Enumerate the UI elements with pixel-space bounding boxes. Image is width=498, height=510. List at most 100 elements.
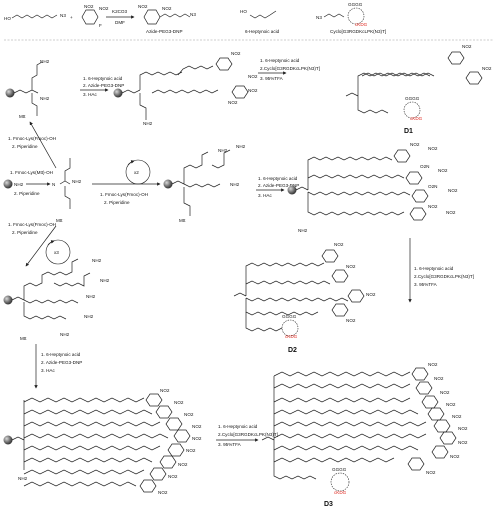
svg-text:NO2: NO2 bbox=[428, 362, 438, 367]
resin-bead-3 bbox=[3, 435, 13, 445]
svg-text:1. 6-Heptynoic acid: 1. 6-Heptynoic acid bbox=[258, 176, 298, 181]
svg-text:1. 6-Heptynoic acid: 1. 6-Heptynoic acid bbox=[414, 266, 454, 271]
plus-sign: + bbox=[70, 15, 73, 20]
peptide-label: Cyclo[G3RGDKcLPK(N3)T] bbox=[330, 29, 386, 34]
svg-text:2. Azide-PEG3-DNP: 2. Azide-PEG3-DNP bbox=[41, 360, 82, 365]
svg-text:NO2: NO2 bbox=[450, 454, 460, 459]
svg-text:NH2: NH2 bbox=[230, 182, 240, 187]
svg-text:NO2: NO2 bbox=[452, 414, 462, 419]
row-d3-precursor: NO2 NO2 NO2 NO2 NO2 NO2 NO2 NO2 NO2 NH2 … bbox=[3, 388, 278, 495]
dnp-rings-left bbox=[139, 393, 191, 493]
svg-text:2.Cyclo[G3RGDKcLPK(N3)T]: 2.Cyclo[G3RGDKcLPK(N3)T] bbox=[414, 274, 474, 279]
svg-text:NO2: NO2 bbox=[248, 74, 258, 79]
dnp-rings-right bbox=[407, 367, 457, 471]
svg-text:NH2: NH2 bbox=[298, 228, 308, 233]
svg-text:NO2: NO2 bbox=[228, 100, 238, 105]
svg-text:cKDG: cKDG bbox=[355, 22, 368, 27]
svg-text:NO2: NO2 bbox=[160, 388, 170, 393]
svg-text:2. Piperidine: 2. Piperidine bbox=[14, 191, 40, 196]
svg-text:NH2: NH2 bbox=[60, 332, 70, 337]
product-d3-structure: NO2 NO2 NO2 NO2 NO2 NO2 NO2 NO2 NO2 GGGG… bbox=[261, 362, 468, 508]
svg-text:NO2: NO2 bbox=[192, 436, 202, 441]
svg-text:NO2: NO2 bbox=[99, 6, 109, 11]
ring-letters-d3: cKDG bbox=[334, 490, 347, 495]
svg-text:NO2: NO2 bbox=[334, 242, 344, 247]
arms-left bbox=[23, 397, 169, 487]
svg-text:NO2: NO2 bbox=[346, 264, 356, 269]
svg-text:NO2: NO2 bbox=[186, 448, 196, 453]
svg-text:3. 95%TFA: 3. 95%TFA bbox=[414, 282, 438, 287]
svg-text:NO2: NO2 bbox=[84, 4, 94, 9]
svg-text:F: F bbox=[99, 23, 102, 28]
svg-text:GGGG: GGGG bbox=[282, 314, 297, 319]
condition-1: K2CO3 bbox=[112, 9, 128, 14]
svg-text:NO2: NO2 bbox=[462, 44, 472, 49]
svg-text:NH2: NH2 bbox=[100, 278, 110, 283]
svg-text:1. 6-Heptynoic acid: 1. 6-Heptynoic acid bbox=[260, 58, 300, 63]
resin-bead-1 bbox=[5, 88, 15, 98]
svg-text:NH2: NH2 bbox=[236, 144, 246, 149]
product-d3: D3 bbox=[324, 501, 333, 508]
svg-text:cKDG: cKDG bbox=[285, 334, 298, 339]
loop-x2: x2 bbox=[134, 170, 139, 175]
svg-text:NO2: NO2 bbox=[158, 490, 168, 495]
svg-text:Mtt: Mtt bbox=[56, 218, 63, 223]
svg-text:Mtt: Mtt bbox=[20, 336, 27, 341]
svg-text:2. Piperidine: 2. Piperidine bbox=[104, 200, 130, 205]
svg-text:NH2: NH2 bbox=[84, 314, 94, 319]
svg-text:NO2: NO2 bbox=[446, 210, 456, 215]
resin-bead-2 bbox=[3, 179, 13, 189]
svg-text:NH2: NH2 bbox=[92, 258, 102, 263]
svg-text:NH2: NH2 bbox=[86, 294, 96, 299]
svg-text:N: N bbox=[52, 182, 55, 187]
svg-text:NO2: NO2 bbox=[138, 4, 148, 9]
acid-label: 6-Heptynoic acid bbox=[245, 29, 280, 34]
svg-text:O2N: O2N bbox=[420, 164, 429, 169]
svg-text:2. Piperidine: 2. Piperidine bbox=[12, 230, 38, 235]
svg-text:NO2: NO2 bbox=[366, 292, 376, 297]
svg-text:NO2: NO2 bbox=[458, 426, 468, 431]
svg-text:NO2: NO2 bbox=[440, 390, 450, 395]
svg-text:1. 6-Heptynoic acid: 1. 6-Heptynoic acid bbox=[41, 352, 81, 357]
svg-text:NH2: NH2 bbox=[143, 121, 153, 126]
svg-text:1. Fmoc-Lys(Fmoc)-OH: 1. Fmoc-Lys(Fmoc)-OH bbox=[8, 136, 56, 141]
svg-text:1. Fmoc-Lys(Fmoc)-OH: 1. Fmoc-Lys(Fmoc)-OH bbox=[8, 222, 56, 227]
svg-text:NO2: NO2 bbox=[174, 400, 184, 405]
loop-x3: x3 bbox=[54, 250, 59, 255]
row-d1: NH2 Mtt NH2 1. 6-Heptynoic acid 2. Azide… bbox=[5, 44, 492, 135]
svg-text:NH2: NH2 bbox=[18, 476, 28, 481]
svg-text:O2N: O2N bbox=[428, 184, 437, 189]
svg-text:N3: N3 bbox=[60, 13, 66, 18]
svg-text:Mtt: Mtt bbox=[179, 218, 186, 223]
svg-text:NO2: NO2 bbox=[438, 168, 448, 173]
svg-text:N3: N3 bbox=[316, 15, 322, 20]
svg-text:2. Piperidine: 2. Piperidine bbox=[12, 144, 38, 149]
svg-text:2.Cyclo[G3RGDKcLPK(N3)T]: 2.Cyclo[G3RGDKcLPK(N3)T] bbox=[218, 432, 278, 437]
svg-text:NO2: NO2 bbox=[428, 146, 438, 151]
svg-text:NO2: NO2 bbox=[162, 6, 172, 11]
svg-text:GGGG: GGGG bbox=[332, 467, 347, 472]
svg-text:NO2: NO2 bbox=[346, 318, 356, 323]
svg-text:NO2: NO2 bbox=[192, 424, 202, 429]
svg-text:NO2: NO2 bbox=[426, 470, 436, 475]
svg-text:NO2: NO2 bbox=[178, 462, 188, 467]
arms-right bbox=[273, 371, 427, 463]
svg-text:GGGG: GGGG bbox=[405, 96, 420, 101]
svg-text:1. 6-Heptynoic acid: 1. 6-Heptynoic acid bbox=[83, 76, 123, 81]
svg-text:NO2: NO2 bbox=[458, 440, 468, 445]
svg-text:NO2: NO2 bbox=[434, 376, 444, 381]
svg-text:NH2: NH2 bbox=[218, 148, 228, 153]
svg-text:NO2: NO2 bbox=[410, 142, 420, 147]
svg-text:NO2: NO2 bbox=[482, 66, 492, 71]
svg-text:NO2: NO2 bbox=[448, 188, 458, 193]
svg-text:NH2: NH2 bbox=[72, 179, 82, 184]
svg-text:HO: HO bbox=[240, 9, 247, 14]
svg-text:2. Azide-PEG3-DNP: 2. Azide-PEG3-DNP bbox=[258, 183, 299, 188]
svg-text:2. Azide-PEG3-DNP: 2. Azide-PEG3-DNP bbox=[83, 83, 124, 88]
svg-text:2.Cyclo[G3RGDKcLPK(N3)T]: 2.Cyclo[G3RGDKcLPK(N3)T] bbox=[260, 66, 320, 71]
svg-text:3. 95%TFA: 3. 95%TFA bbox=[260, 76, 284, 81]
svg-text:NO2: NO2 bbox=[184, 412, 194, 417]
svg-text:NH2: NH2 bbox=[40, 59, 50, 64]
svg-text:HO: HO bbox=[4, 16, 11, 21]
